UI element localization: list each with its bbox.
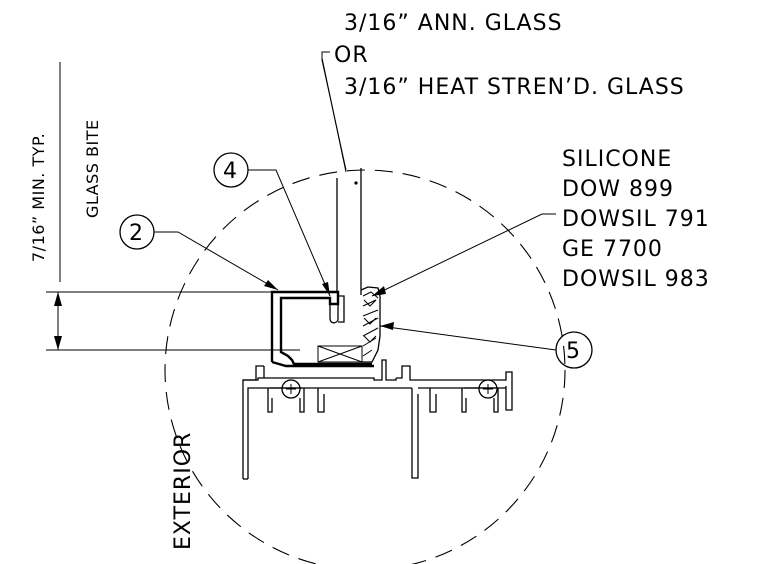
sealant-option-4: DOWSIL 983 (562, 267, 710, 292)
callout-4 (213, 152, 331, 297)
setting-block (317, 345, 363, 363)
mullion-extrusion (242, 359, 513, 480)
sealant-leader (371, 213, 556, 297)
callout-5-number: 5 (566, 339, 580, 364)
dimension-label: 7/16” MIN. TYP. (29, 133, 48, 262)
glass-bite-dimension (46, 62, 300, 351)
callout-2-number: 2 (129, 221, 143, 246)
glass-note-line3: 3/16” HEAT STREN’D. GLASS (344, 75, 685, 100)
callout-2 (119, 214, 279, 291)
glass-lite (336, 168, 362, 295)
dimension-description: GLASS BITE (83, 119, 102, 218)
glass-note-line1: 3/16” ANN. GLASS (344, 11, 563, 36)
screw-boss-right (478, 379, 498, 399)
sealant-option-1: DOW 899 (562, 177, 674, 202)
sealant-title: SILICONE (562, 147, 672, 172)
detail-boundary-circle (164, 169, 566, 564)
callout-5 (379, 322, 593, 369)
exterior-label: EXTERIOR (171, 432, 196, 550)
silicone-sealant-bead (360, 286, 381, 363)
callout-4-number: 4 (223, 159, 237, 184)
glazing-stop-profile (270, 290, 374, 368)
sealant-option-3: GE 7700 (562, 237, 663, 262)
screw-boss-left (281, 379, 301, 399)
glass-note-line2: OR (334, 43, 369, 68)
sealant-option-2: DOWSIL 791 (562, 207, 710, 232)
